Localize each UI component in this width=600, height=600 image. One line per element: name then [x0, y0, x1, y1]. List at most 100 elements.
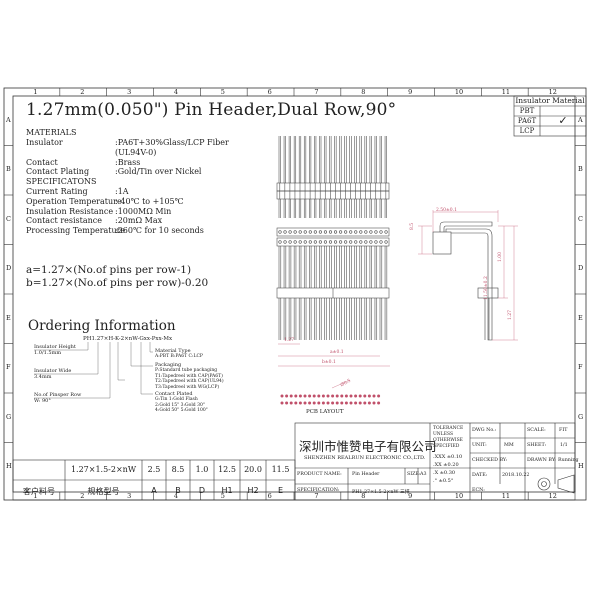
bottom-pin-hole — [384, 240, 388, 244]
part-table-value: 20.0 — [244, 465, 262, 474]
bottom-pin-hole — [374, 230, 378, 234]
row-label-left: A — [6, 115, 11, 124]
column-label-top: 3 — [127, 88, 132, 96]
part-table-value: 12.5 — [218, 465, 236, 474]
bottom-pin-hole — [308, 240, 312, 244]
spec-label: Operation Temperature — [26, 196, 122, 206]
bottom-pin-hole — [283, 240, 287, 244]
bottom-pin-hole — [344, 240, 348, 244]
pcb-pad — [344, 401, 348, 405]
bottom-pin-hole — [288, 240, 292, 244]
part-table-lines — [12, 459, 296, 501]
bottom-pin-hole — [369, 240, 373, 244]
projection-symbol — [537, 474, 575, 494]
column-label-top: 6 — [267, 88, 272, 96]
bottom-pin-hole — [313, 230, 317, 234]
pcb-pad — [308, 401, 312, 405]
pcb-pad — [358, 401, 362, 405]
pcb-pad — [372, 394, 376, 398]
pcb-layout-label: PCB LAYOUT — [306, 409, 344, 415]
part-table-header: A — [151, 486, 157, 495]
bottom-pin-hole — [288, 230, 292, 234]
part-table-header: 客户料号 — [23, 487, 55, 496]
dimension-label: a±0.1 — [330, 350, 344, 355]
column-label-top: 12 — [548, 88, 557, 96]
bottom-pin-hole — [379, 240, 383, 244]
pcb-pad — [354, 394, 358, 398]
pcb-pad — [349, 401, 353, 405]
row-label-left: F — [6, 363, 11, 372]
material-value: :Brass — [115, 157, 141, 167]
bottom-pin-hole — [328, 230, 333, 234]
spec-label: Contact resistance — [26, 216, 102, 226]
part-table-header: H1 — [221, 486, 233, 495]
dimension-label: 11.50±0.2 — [484, 276, 489, 300]
ordering-note-line: G:Tin 1:Gold Flash — [155, 397, 198, 402]
column-label-bottom: 7 — [314, 492, 319, 500]
ordering-note-line: A:PBT B:PA6T C:LCP — [155, 354, 203, 359]
row-label-left: D — [6, 264, 12, 273]
bottom-pin-hole — [323, 230, 328, 234]
bottom-header-row2 — [276, 237, 390, 247]
column-label-top: 4 — [173, 88, 179, 96]
dimension-label: 2.50±0.1 — [436, 208, 457, 213]
pcb-pad — [298, 401, 302, 405]
tolerance-value: .XX ±0.20 — [433, 462, 459, 468]
bottom-pin-hole — [298, 230, 302, 234]
part-table-header: H2 — [247, 486, 259, 495]
title-block-unit-label: UNIT: — [472, 443, 487, 448]
pcb-pad — [340, 394, 344, 398]
bottom-pin-hole — [318, 240, 322, 244]
row-label-left: B — [6, 165, 11, 174]
tolerance-value: .X ±0.30 — [433, 470, 456, 476]
pcb-pad — [363, 401, 367, 405]
title-block-sheet-value: 1/1 — [560, 443, 568, 448]
column-label-bottom: 12 — [548, 492, 557, 500]
insulator-row-name: PBT — [519, 107, 535, 115]
title-block-size-value: A3 — [420, 472, 427, 477]
pcb-pad — [344, 394, 348, 398]
pcb-pad — [331, 394, 335, 398]
pcb-pad — [312, 401, 316, 405]
dimension-label: b±0.1 — [322, 360, 336, 365]
insulator-row-check: ✓ — [558, 114, 568, 127]
pcb-pad — [317, 401, 321, 405]
title-block-drawn-value: Running — [558, 458, 579, 463]
pcb-pad — [298, 394, 302, 398]
spec-label: Current Rating — [26, 187, 88, 196]
dimension-label: 1.00 — [498, 251, 503, 262]
title-block-product-label: PRODUCT NAME: — [297, 472, 342, 477]
page-title: 1.27mm(0.050") Pin Header,Dual Row,90° — [26, 100, 397, 120]
column-label-bottom: 2 — [80, 492, 85, 500]
title-block-ecn-label: ECN: — [472, 488, 485, 493]
insulator-row-name: LCP — [519, 127, 535, 135]
title-block-date-value: 2018.10.22 — [502, 473, 530, 478]
column-label-top: 1 — [33, 88, 38, 96]
part-table-value: 2.5 — [147, 465, 161, 474]
title-block-dwg-label: DWG No.: — [472, 428, 497, 433]
column-label-bottom: 10 — [454, 492, 464, 500]
ordering-note-line: W: 90° — [34, 398, 51, 404]
ordering-leaders — [34, 342, 153, 399]
formula-a: a=1.27×(No.of pins per row-1) — [26, 264, 192, 276]
front-insulator-lower — [276, 190, 390, 200]
pcb-pad — [317, 394, 321, 398]
bottom-pin-hole — [359, 230, 363, 234]
ordering-note-line: T3:Tapedreel with WG(LCP) — [155, 384, 220, 390]
dimension-label: 1.27 — [284, 338, 295, 343]
pcb-pad — [312, 394, 316, 398]
bottom-pin-hole — [303, 240, 307, 244]
bottom-pin-hole — [374, 240, 378, 244]
ordering-note-line: 4:Gold 50" 5:Gold 100" — [155, 408, 208, 413]
bottom-pin-hole — [278, 240, 282, 244]
spec-value: :1000MΩ Min — [115, 206, 172, 216]
specs-heading: SPECIFICATONS — [26, 177, 97, 186]
row-label-right: G — [578, 412, 584, 421]
bottom-pin-hole — [293, 240, 297, 244]
column-label-bottom: 8 — [361, 492, 366, 500]
part-table-value: 8.5 — [171, 465, 185, 474]
ordering-note-line: 3.4mm — [34, 374, 52, 380]
row-label-left: H — [6, 462, 12, 471]
title-block-scale-label: SCALE: — [527, 428, 546, 433]
